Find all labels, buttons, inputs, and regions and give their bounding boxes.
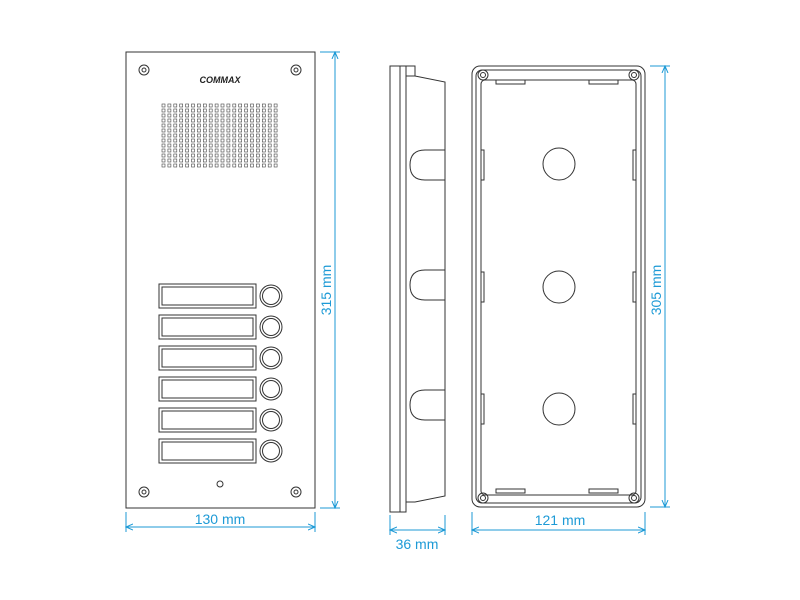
brand-logo: COMMAX bbox=[200, 75, 242, 85]
name-plate bbox=[158, 438, 257, 464]
call-button bbox=[262, 349, 280, 367]
knockout-hole bbox=[542, 147, 576, 181]
name-plate bbox=[158, 283, 257, 309]
front-width-label: 130 mm bbox=[195, 511, 246, 527]
front-height-label: 315 mm bbox=[318, 265, 334, 316]
box-height-label: 305 mm bbox=[648, 265, 664, 316]
knockout-hole bbox=[542, 270, 576, 304]
box-width-label: 121 mm bbox=[535, 512, 586, 528]
call-button bbox=[259, 346, 283, 370]
call-buttons bbox=[158, 283, 283, 464]
name-plate bbox=[158, 376, 257, 402]
speaker-grille bbox=[161, 103, 278, 168]
call-button bbox=[259, 408, 283, 432]
screw-holes bbox=[138, 64, 302, 498]
name-plate bbox=[158, 407, 257, 433]
back-box bbox=[471, 65, 646, 508]
call-button bbox=[259, 377, 283, 401]
knockout-hole bbox=[542, 392, 576, 426]
call-button bbox=[259, 315, 283, 339]
call-button bbox=[259, 284, 283, 308]
call-button bbox=[262, 287, 280, 305]
call-button bbox=[262, 442, 280, 460]
camera-hole bbox=[216, 480, 224, 488]
name-plate bbox=[158, 345, 257, 371]
call-button bbox=[262, 380, 280, 398]
side-view bbox=[389, 65, 446, 513]
call-button bbox=[262, 318, 280, 336]
depth-label: 36 mm bbox=[396, 536, 439, 552]
call-button bbox=[259, 439, 283, 463]
name-plate bbox=[158, 314, 257, 340]
call-button bbox=[262, 411, 280, 429]
front-panel: COMMAX bbox=[125, 51, 316, 509]
